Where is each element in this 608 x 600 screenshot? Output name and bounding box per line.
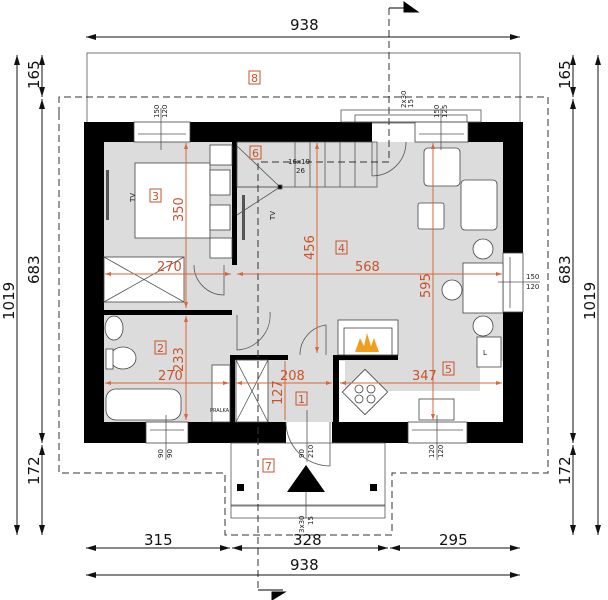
overall-dimensions-right-total-label: 1019 xyxy=(581,282,599,320)
overall-dimensions-bottom-segments-0-label: 315 xyxy=(144,531,173,549)
openings-window-right-1-label: 120 xyxy=(526,283,539,291)
tv-label-bedroom: TV xyxy=(129,193,137,203)
openings-window-top-right-0-label: 150 xyxy=(433,105,441,118)
washbasin xyxy=(104,315,124,341)
openings-entry-door-0-label: 90 xyxy=(298,449,306,458)
entrance-arrow-icon xyxy=(287,465,325,492)
dim-bedroom-width: 270 xyxy=(157,260,182,275)
openings-stairs-0-label: 16x19 xyxy=(288,158,310,166)
section-line xyxy=(257,1,420,600)
fire-icon xyxy=(355,333,379,352)
bed xyxy=(134,162,211,239)
overall-dimensions-bottom-segments-1-label: 328 xyxy=(293,531,322,549)
dim-vestibule-width: 208 xyxy=(280,369,305,384)
sink xyxy=(418,398,455,421)
dim-living-width: 568 xyxy=(355,260,380,275)
overall-dimensions: 938 315 328 295 938 1019 165 683 172 101… xyxy=(0,16,601,578)
openings-window-bottom-left-1-label: 90 xyxy=(166,449,174,458)
armchair xyxy=(423,147,461,187)
room-number-2: 2 xyxy=(157,342,164,355)
interior-walls xyxy=(104,142,398,422)
toilet xyxy=(109,346,137,370)
dim-kitchen-width: 347 xyxy=(412,369,437,384)
washing-machine xyxy=(211,364,231,423)
openings-window-top-right-1-label: 125 xyxy=(441,105,449,118)
room-numbers: 1 2 3 4 5 6 7 8 xyxy=(149,70,455,473)
room-number-7: 7 xyxy=(265,460,272,473)
openings-terrace-door-1-label: 15 xyxy=(407,99,415,108)
exterior-walls xyxy=(84,122,523,443)
openings-entry-steps-0-label: 3x30 xyxy=(298,515,306,533)
dim-bedroom-depth: 350 xyxy=(172,197,187,222)
dim-bath-depth: 233 xyxy=(172,347,187,372)
room-dimension-labels: 350 456 270 568 595 233 270 208 127 347 xyxy=(157,197,437,405)
overall-dimensions-left-segments-2-label: 172 xyxy=(25,456,43,485)
opening-labels: 150 120 150 125 2x30 15 150 120 90 90 12… xyxy=(129,90,540,533)
dim-living-total-depth: 595 xyxy=(419,273,434,298)
openings-entry-steps-1-label: 15 xyxy=(307,516,315,525)
openings-window-right-0-label: 150 xyxy=(526,273,539,281)
dim-living-depth: 456 xyxy=(303,235,318,260)
room-dimension-lines xyxy=(105,143,502,420)
overall-dimensions-left-segments-0-label: 165 xyxy=(25,60,43,89)
dim-bottom-width: 938 xyxy=(290,556,319,574)
tv-label-living: TV xyxy=(269,211,277,221)
openings-window-top-left-1-label: 120 xyxy=(161,105,169,118)
terrace-area xyxy=(86,52,521,124)
fridge-label: L xyxy=(483,349,487,357)
overall-dimensions-right-segments-0-label: 165 xyxy=(556,60,574,89)
tv-bedroom xyxy=(106,170,109,220)
dim-bath-width: 270 xyxy=(158,369,183,384)
overall-dimensions-bottom-segments-2-label: 295 xyxy=(439,531,468,549)
overall-dimensions-left-total-label: 1019 xyxy=(0,282,18,320)
overall-dimensions-left-segments-1-label: 683 xyxy=(25,255,43,284)
room-number-3: 3 xyxy=(152,190,159,203)
laundry-label: PRALKA xyxy=(210,408,230,414)
openings-stairs-1-label: 26 xyxy=(296,167,305,175)
room-number-1: 1 xyxy=(298,393,305,406)
dim-top-width: 938 xyxy=(290,16,319,34)
doors xyxy=(193,141,407,467)
entry-porch xyxy=(230,442,386,519)
openings-window-bottom-left-0-label: 90 xyxy=(157,449,165,458)
coffee-table xyxy=(417,202,445,230)
openings-window-bottom-right-0-label: 120 xyxy=(428,445,436,458)
openings-entry-door-1-label: 210 xyxy=(307,445,315,458)
tv-living xyxy=(242,195,245,240)
fridge xyxy=(476,336,502,368)
stove xyxy=(341,368,389,416)
room-number-5: 5 xyxy=(445,363,452,376)
room-number-6: 6 xyxy=(252,147,259,160)
roof-outline xyxy=(58,96,549,536)
openings-window-top-left-0-label: 150 xyxy=(153,105,161,118)
windows xyxy=(133,121,524,444)
overall-dimensions-right-segments-1-label: 683 xyxy=(556,255,574,284)
dining-table xyxy=(462,262,504,314)
sofa xyxy=(460,179,498,231)
room-number-8: 8 xyxy=(251,72,258,85)
openings-terrace-door-0-label: 2x30 xyxy=(400,90,408,108)
dim-vestibule-depth: 127 xyxy=(271,380,286,405)
openings-window-bottom-right-1-label: 120 xyxy=(437,445,445,458)
bathtub xyxy=(105,388,182,421)
overall-dimensions-right-segments-2-label: 172 xyxy=(556,456,574,485)
room-number-4: 4 xyxy=(338,242,345,255)
